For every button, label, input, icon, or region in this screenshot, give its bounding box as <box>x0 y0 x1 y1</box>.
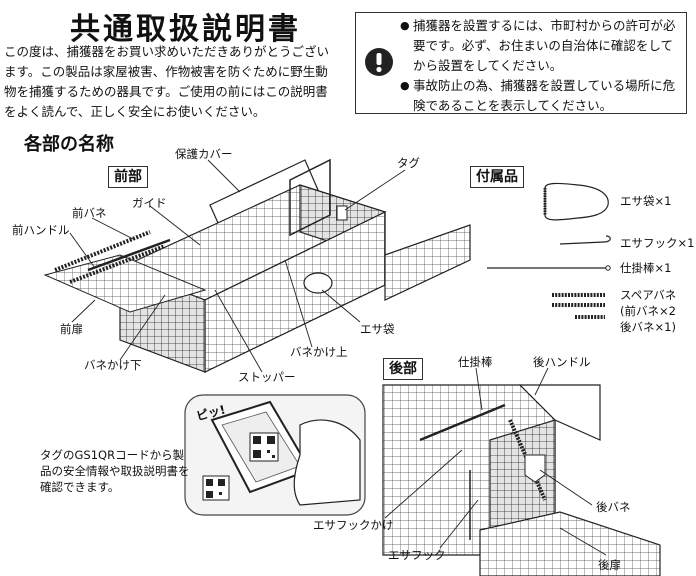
phone-scan-drawing <box>184 394 366 516</box>
front-leader-lines <box>69 159 406 373</box>
bait-hook-label: エサフック <box>388 548 446 562</box>
rear-leader-lines <box>384 367 607 556</box>
front-handle-label: 前ハンドル <box>12 223 70 237</box>
front-door-label: 前扉 <box>60 322 83 336</box>
rear-door-label: 後扉 <box>598 558 621 572</box>
protective-cover-label: 保護カバー <box>175 147 233 161</box>
guide-label: ガイド <box>132 196 167 210</box>
accessory-trigger-rod: 仕掛棒×1 <box>620 261 672 275</box>
spring-hook-top-label: バネかけ上 <box>290 345 348 359</box>
rear-spring-label: 後バネ <box>596 500 631 514</box>
notice-item: 捕獲器を設置するには、市町村からの許可が必要です。必ず、お住まいの自治体に確認を… <box>400 16 684 76</box>
accessories-section-label: 付属品 <box>470 166 524 188</box>
notice-item: 事故防止の為、捕獲器を設置している場所に危険であることを表示してください。 <box>400 76 684 116</box>
notice-list: 捕獲器を設置するには、市町村からの許可が必要です。必ず、お住まいの自治体に確認を… <box>400 16 684 116</box>
qr-description: タグのGS1QRコードから製品の安全情報や取扱説明書を確認できます。 <box>40 448 190 494</box>
front-section-label: 前部 <box>108 166 148 188</box>
rear-handle-label: 後ハンドル <box>533 355 591 369</box>
accessory-front-spring: (前バネ×2 <box>620 304 676 318</box>
parts-heading: 各部の名称 <box>24 134 114 155</box>
accessory-rear-spring: 後バネ×1) <box>620 320 676 334</box>
accessory-spare-spring: スペアバネ <box>620 288 677 302</box>
bait-hook-holder-label: エサフックかけ <box>313 518 394 532</box>
page-title: 共通取扱説明書 <box>70 12 301 47</box>
rear-trap-drawing <box>382 384 661 576</box>
bait-bag-label: エサ袋 <box>360 322 395 336</box>
exclamation-icon <box>365 48 393 76</box>
tag-label: タグ <box>397 156 420 170</box>
accessory-bait-bag: エサ袋×1 <box>620 194 672 208</box>
stopper-label: ストッパー <box>238 370 296 384</box>
front-trap-drawing <box>43 158 471 373</box>
trigger-rod-label: 仕掛棒 <box>458 355 493 369</box>
intro-text: この度は、捕獲器をお買い求めいただきありがとうございます。この製品は家屋被害、作… <box>4 44 330 119</box>
accessory-bait-hook: エサフック×1 <box>620 236 695 250</box>
front-spring-label: 前バネ <box>72 206 107 220</box>
rear-section-label: 後部 <box>383 358 423 380</box>
spring-hook-bottom-label: バネかけ下 <box>84 358 142 372</box>
warning-notice: 捕獲器を設置するには、市町村からの許可が必要です。必ず、お住まいの自治体に確認を… <box>355 12 687 114</box>
accessory-drawings <box>487 182 611 319</box>
